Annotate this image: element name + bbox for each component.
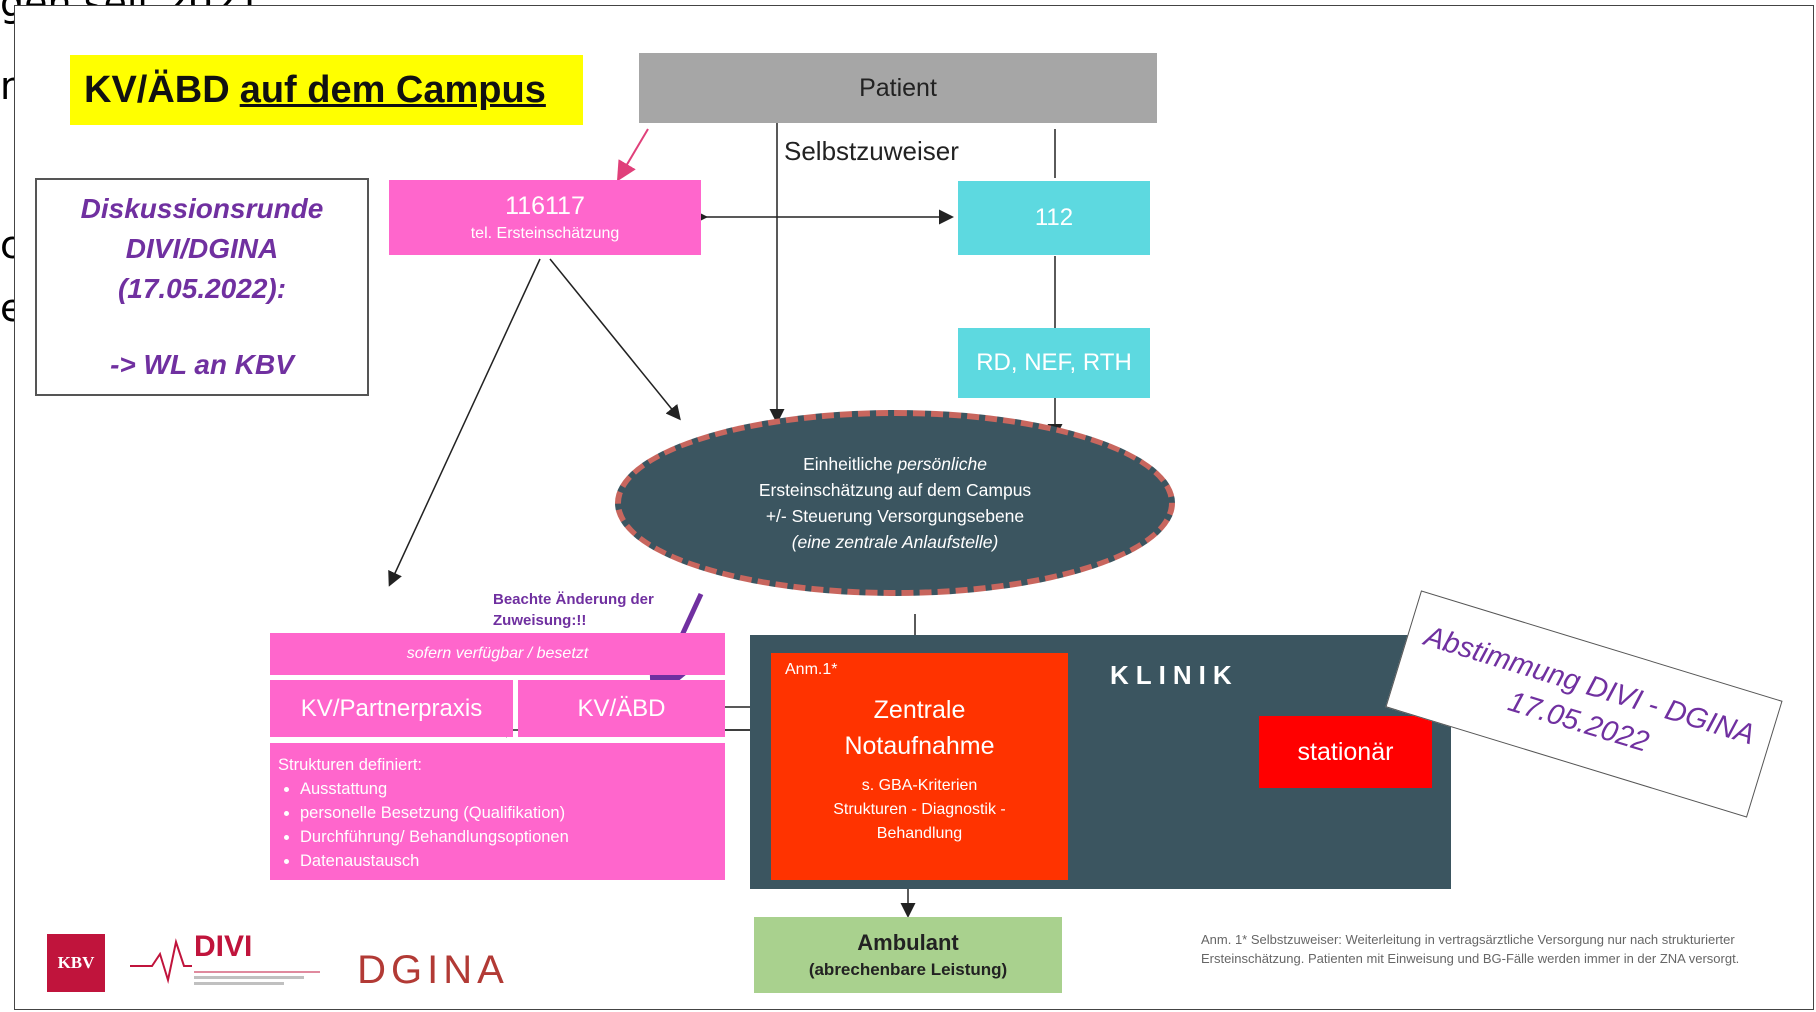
116117-to-kv-arrow — [388, 258, 541, 587]
ellipse-line-italic: (eine zentrale Anlaufstelle) — [791, 532, 999, 552]
discussion-box: Diskussionsrunde DIVI/DGINA (17.05.2022)… — [35, 178, 369, 396]
list-item: Durchführung/ Behandlungsoptionen — [300, 825, 717, 849]
selbstzuweiser-label: Selbstzuweiser — [784, 136, 959, 166]
discussion-line: DIVI/DGINA — [125, 233, 279, 264]
sofern-box: sofern verfügbar / besetzt — [270, 633, 725, 675]
divi-logo: DIVI — [130, 924, 330, 994]
ellipse-line: Ersteinschätzung auf dem Campus — [758, 480, 1032, 500]
ellipse-line-italic: persönliche — [897, 454, 987, 474]
kv-abd-label: KV/ÄBD — [577, 694, 666, 722]
zna-subtitle: s. GBA-Kriterien — [861, 776, 978, 794]
ambulant-node: Ambulant (abrechenbare Leistung) — [754, 917, 1062, 993]
beachte-note: Beachte Änderung der Zuweisung:!! — [493, 591, 654, 629]
kbv-logo-text: KBV — [57, 953, 95, 972]
ellipse-line: +/- Steuerung Versorgungsebene — [765, 506, 1025, 526]
title-part-kv: KV/ÄBD — [84, 68, 230, 111]
zna-title: Notaufnahme — [844, 731, 995, 760]
zna-footnote-marker: Anm.1* — [785, 661, 838, 678]
node-rd-label: RD, NEF, RTH — [976, 349, 1132, 376]
title-part-campus: auf dem Campus — [239, 68, 546, 111]
list-item: Ausstattung — [300, 777, 717, 801]
zentrale-notaufnahme-node: Anm.1* Zentrale Notaufnahme s. GBA-Krite… — [771, 653, 1068, 880]
zna-subtitle: Strukturen - Diagnostik - — [833, 800, 1006, 818]
slide: KV/ÄBD auf dem Campus Diskussionsrunde D… — [14, 5, 1814, 1010]
dgina-logo-text: DGINA — [357, 947, 509, 992]
sofern-label: sofern verfügbar / besetzt — [406, 645, 589, 662]
list-item: personelle Besetzung (Qualifikation) — [300, 801, 717, 825]
kbv-logo: KBV — [47, 934, 105, 992]
strukturen-box: Strukturen definiert: Ausstattung person… — [270, 743, 725, 880]
strukturen-list: Ausstattung personelle Besetzung (Qualif… — [278, 777, 717, 873]
list-item: Datenaustausch — [300, 849, 717, 873]
kv-partnerpraxis-label: KV/Partnerpraxis — [300, 694, 483, 722]
kv-abd-node: KV/ÄBD — [518, 680, 725, 737]
page-title: KV/ÄBD auf dem Campus — [70, 55, 583, 125]
node-112-label: 112 — [1034, 204, 1074, 231]
ambulant-sublabel: (abrechenbare Leistung) — [808, 960, 1008, 979]
klinik-label: KLINIK — [1110, 660, 1239, 690]
footnote: Anm. 1* Selbstzuweiser: Weiterleitung in… — [1201, 932, 1740, 966]
ersteinschaetzung-ellipse: Einheitliche persönliche Ersteinschätzun… — [615, 410, 1175, 596]
ambulant-label: Ambulant — [857, 930, 959, 955]
node-116117-sublabel: tel. Ersteinschätzung — [470, 225, 620, 242]
stationaer-node: stationär — [1259, 716, 1432, 788]
kv-partnerpraxis-node: KV/Partnerpraxis — [270, 680, 513, 737]
divi-heartbeat-icon — [130, 938, 320, 985]
node-116117-label: 116117 — [505, 192, 585, 220]
dgina-logo: DGINA — [353, 941, 513, 999]
divi-logo-text: DIVI — [194, 930, 253, 963]
node-116117: 116117 tel. Ersteinschätzung — [389, 180, 701, 255]
discussion-line: -> WL an KBV — [110, 349, 294, 380]
node-112: 112 — [958, 181, 1150, 255]
zna-title: Zentrale — [873, 695, 966, 724]
node-rd-nef-rth: RD, NEF, RTH — [958, 328, 1150, 398]
strukturen-title: Strukturen definiert: — [278, 756, 422, 774]
zna-subtitle: Behandlung — [876, 824, 963, 842]
stationaer-label: stationär — [1297, 737, 1394, 766]
pink-pointer-arrow — [616, 128, 649, 182]
116117-to-ellipse-arrow — [549, 258, 681, 421]
patient-node: Patient — [639, 53, 1157, 123]
discussion-line: (17.05.2022): — [117, 273, 287, 304]
discussion-line: Diskussionsrunde — [80, 193, 324, 224]
ellipse-line: Einheitliche — [803, 454, 898, 474]
patient-label: Patient — [859, 73, 937, 102]
